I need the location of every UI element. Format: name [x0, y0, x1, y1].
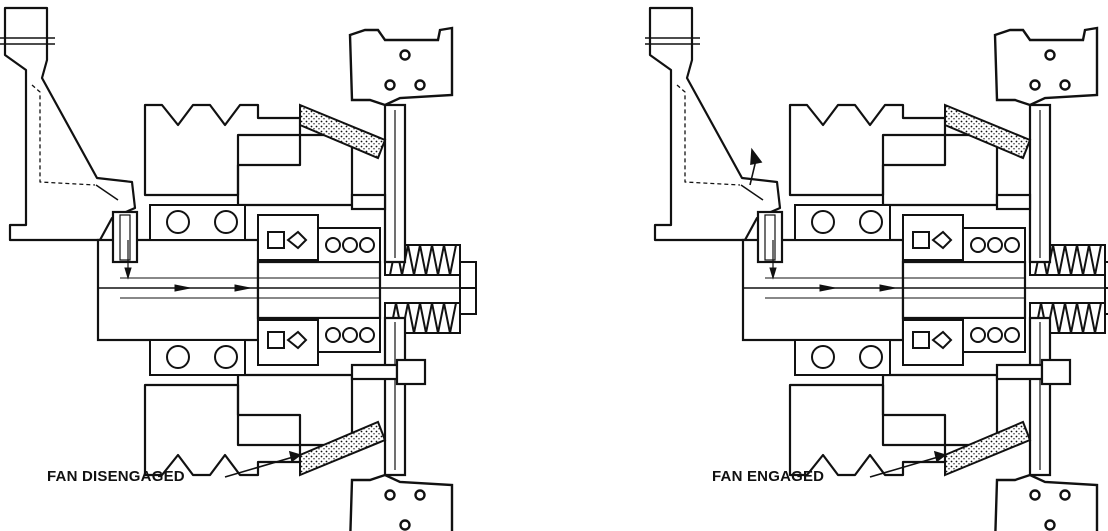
- engaged-indicator-arrow: [749, 147, 763, 186]
- diagram-fan-engaged: FAN ENGAGED: [643, 6, 1108, 531]
- diagram-label: FAN ENGAGED: [712, 468, 824, 485]
- diagram-label: FAN DISENGAGED: [47, 468, 185, 485]
- diagram-fan-disengaged: FAN DISENGAGED: [0, 6, 478, 531]
